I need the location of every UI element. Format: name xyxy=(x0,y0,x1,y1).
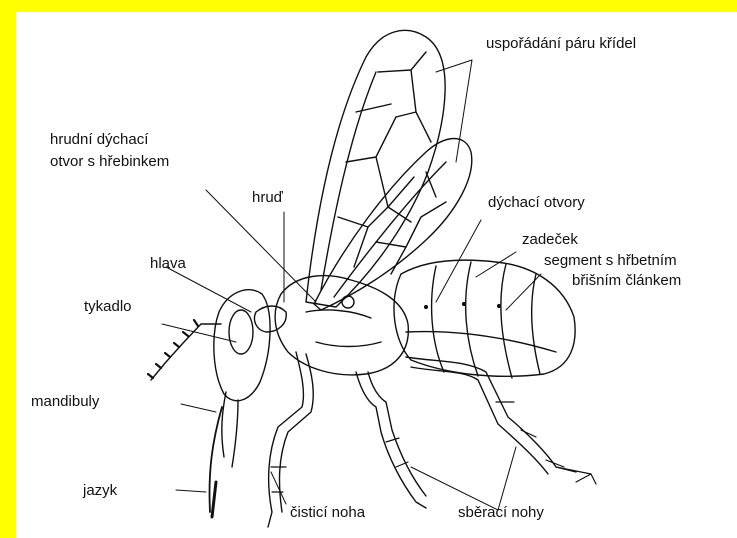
label-thoracic-spiracle-2: otvor s hřebinkem xyxy=(50,153,169,171)
label-antenna: tykadlo xyxy=(84,298,132,316)
hindwing xyxy=(314,139,472,311)
antenna-shape xyxy=(151,324,221,380)
leader-lines xyxy=(162,60,541,510)
label-tongue: jazyk xyxy=(83,482,117,500)
diagram-canvas: uspořádání páru křídel hrudní dýchací ot… xyxy=(16,12,737,538)
thorax xyxy=(254,276,408,375)
head xyxy=(148,290,270,517)
wings xyxy=(306,30,472,310)
label-segment-2: břišním článkem xyxy=(572,272,681,290)
label-mandibles: mandibuly xyxy=(31,393,99,411)
label-thorax: hruď xyxy=(252,189,283,207)
label-cleaning-leg: čisticí noha xyxy=(290,504,365,522)
abdomen xyxy=(394,260,575,378)
label-segment-1: segment s hřbetním xyxy=(544,252,677,270)
label-wing-pairs: uspořádání páru křídel xyxy=(486,35,636,53)
legs xyxy=(268,352,596,527)
label-collecting-legs: sběrací nohy xyxy=(458,504,544,522)
label-head: hlava xyxy=(150,255,186,273)
label-abdomen: zadeček xyxy=(522,231,578,249)
label-thoracic-spiracle-1: hrudní dýchací xyxy=(50,131,148,149)
label-spiracles: dýchací otvory xyxy=(488,194,585,212)
